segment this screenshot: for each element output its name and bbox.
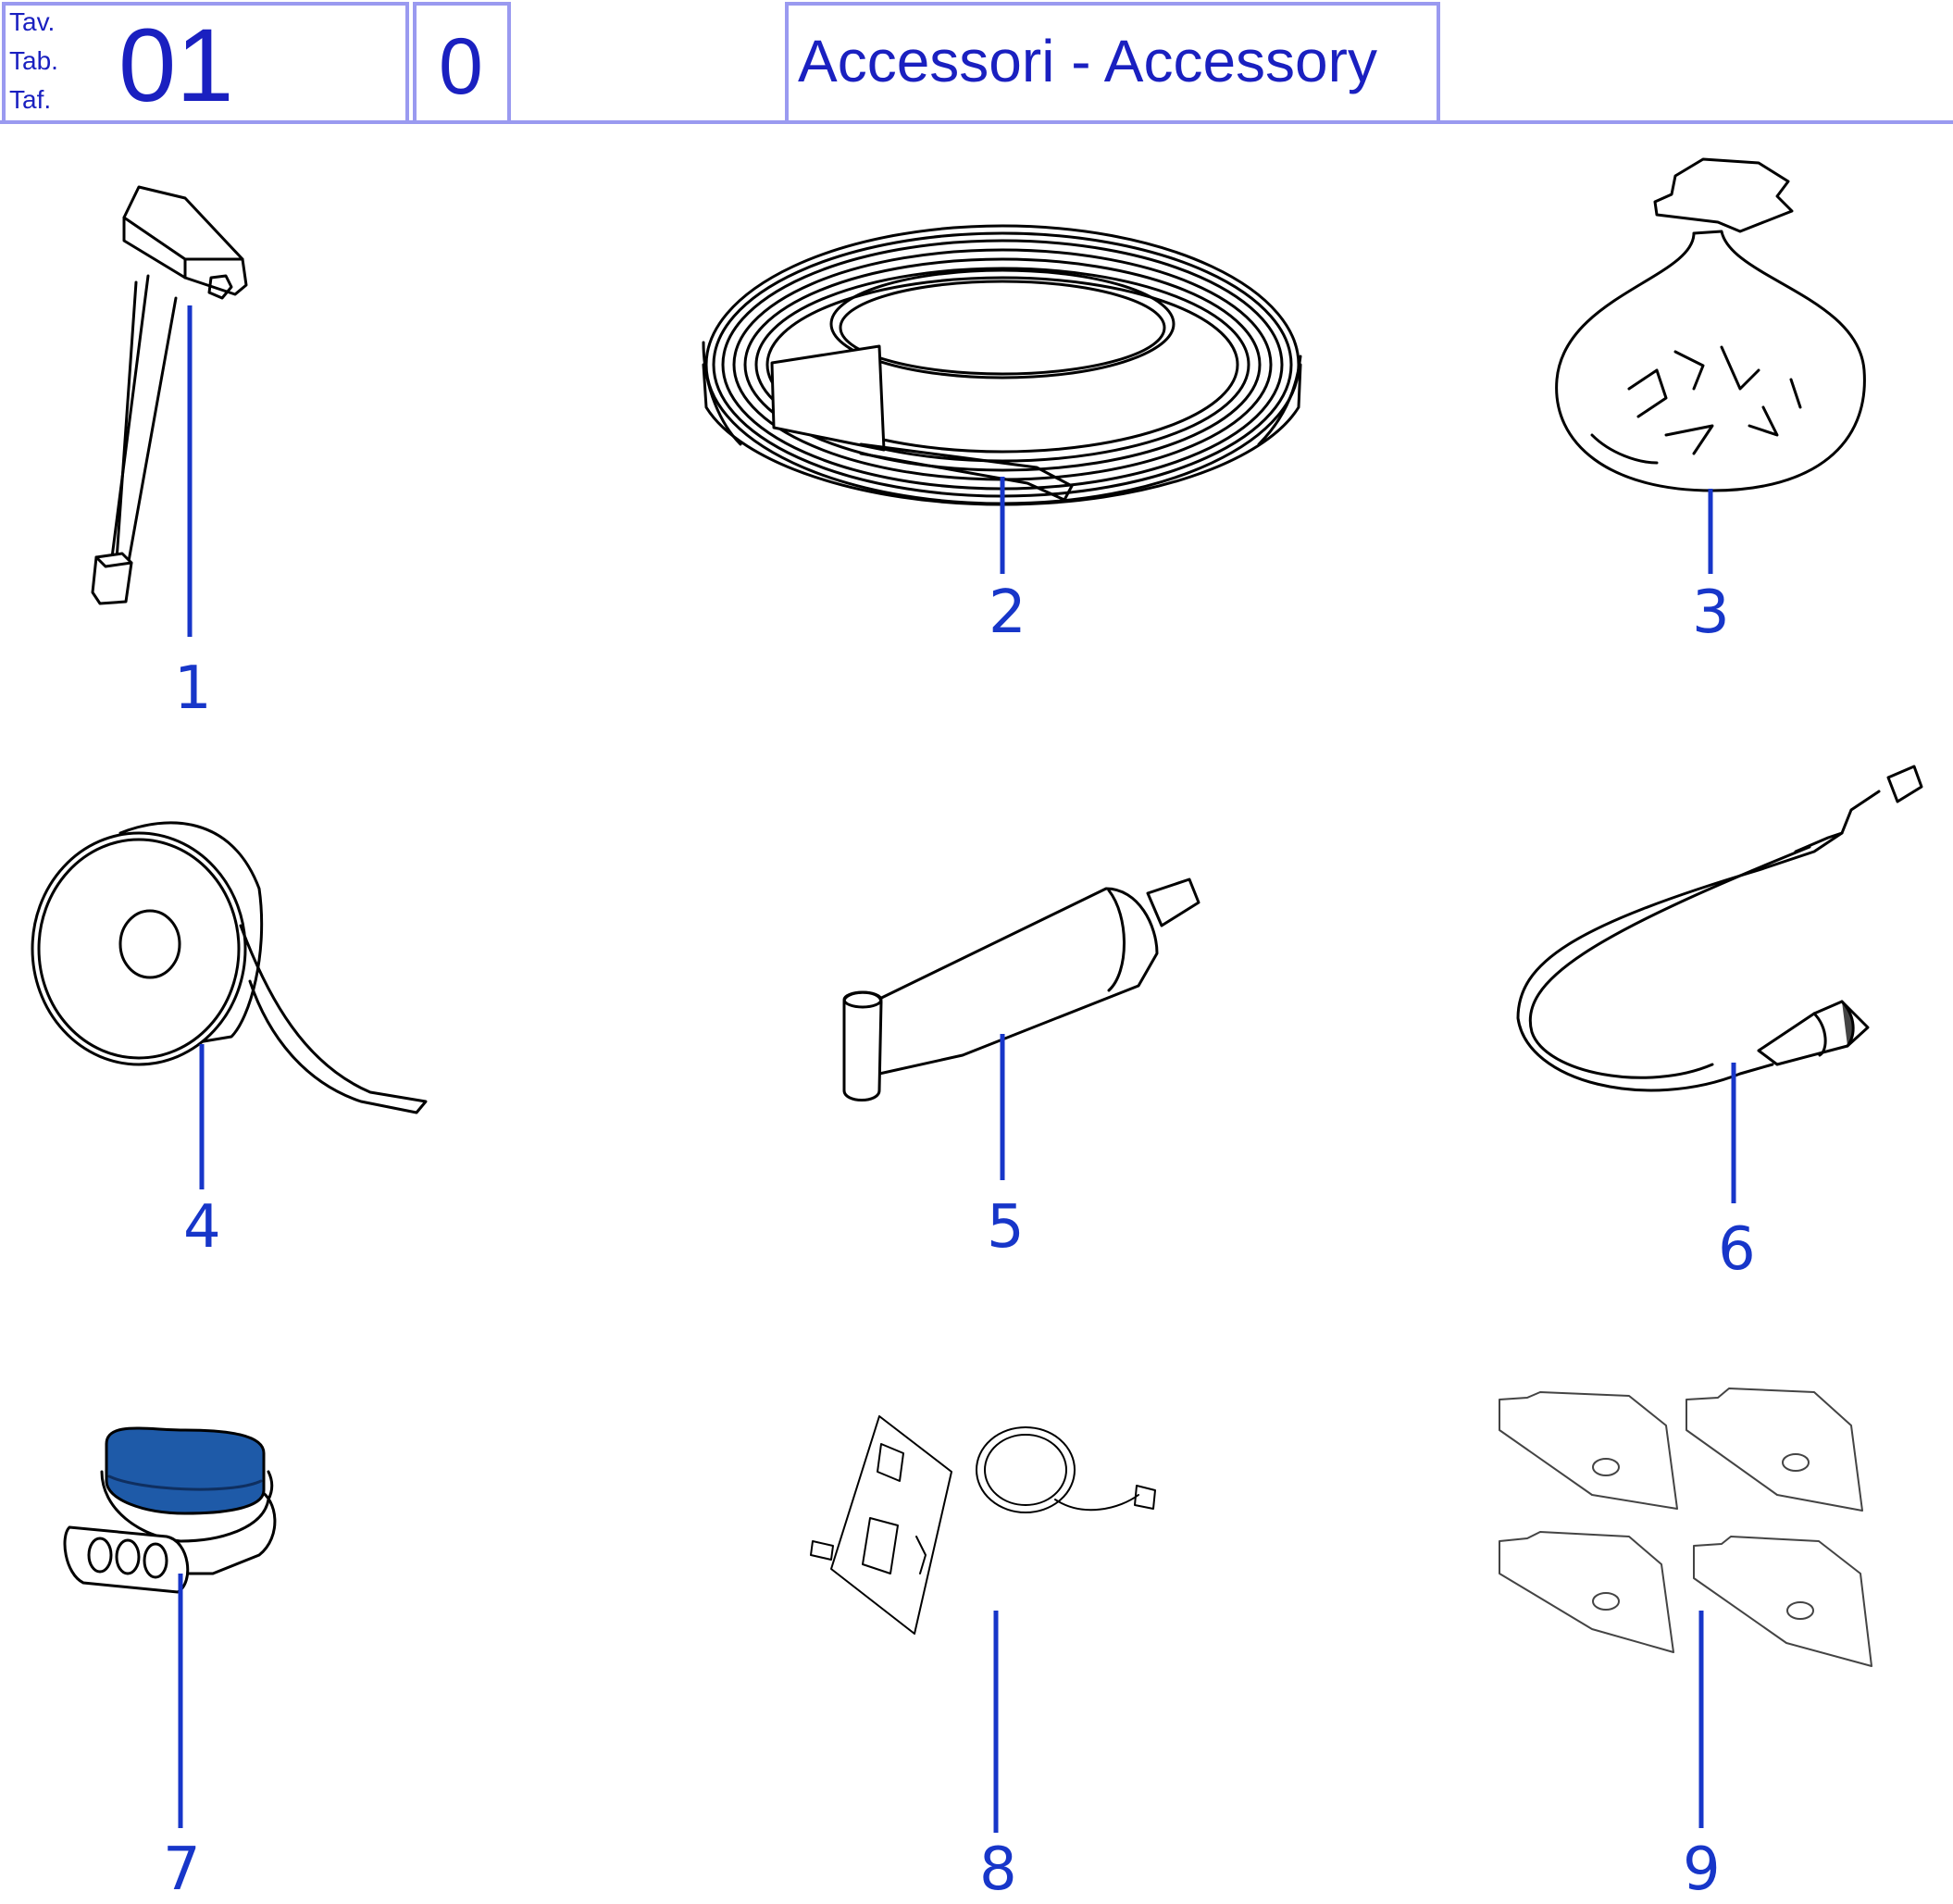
page-title: Accessori - Accessory	[798, 28, 1377, 94]
table-label-taf: Taf.	[9, 85, 52, 114]
wire-coil-icon	[702, 224, 1302, 506]
t-handle-key-icon	[91, 185, 248, 605]
header-rule	[0, 120, 1953, 124]
item-number-2: 2	[989, 579, 1026, 647]
table-number: 01	[118, 7, 234, 123]
table-label-tav: Tav.	[9, 7, 56, 36]
grease-tube-icon	[842, 877, 1200, 1101]
mounting-brackets-icon	[1499, 1388, 1872, 1667]
item-number-3: 3	[1692, 579, 1730, 647]
item-number-6: 6	[1718, 1215, 1756, 1284]
item-number-5: 5	[987, 1193, 1025, 1262]
item-number-8: 8	[979, 1836, 1017, 1904]
table-label-tab: Tab.	[9, 46, 58, 75]
title-cell	[785, 2, 1440, 124]
bag-of-pegs-icon	[1555, 157, 1866, 492]
item-number-4: 4	[183, 1193, 221, 1262]
cable-with-connector-icon	[1516, 765, 1923, 1092]
header-table-cell	[2, 2, 409, 124]
gel-wire-connector-icon	[63, 1426, 277, 1594]
revision-number: 0	[439, 22, 483, 111]
circuit-board-and-battery-icon	[810, 1415, 1156, 1635]
tape-roll-icon	[31, 821, 428, 1114]
item-number-9: 9	[1683, 1836, 1721, 1904]
item-number-7: 7	[163, 1836, 201, 1904]
item-number-1: 1	[174, 654, 212, 723]
